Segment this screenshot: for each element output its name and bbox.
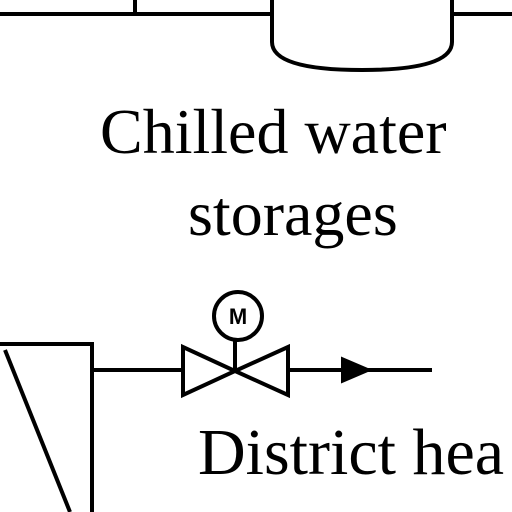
storage-label-line-2: storages bbox=[188, 178, 398, 249]
heat-exchanger bbox=[0, 342, 94, 512]
heat-exchanger-diagonal bbox=[3, 349, 72, 512]
motor-actuator-circle bbox=[212, 290, 264, 342]
motor-actuator-letter: M bbox=[229, 304, 247, 329]
flow-arrow-icon bbox=[341, 356, 373, 384]
chilled-water-storage-tank bbox=[270, 0, 454, 73]
district-heating-label: District hea bbox=[198, 416, 505, 489]
storage-label-line-1: Chilled water bbox=[100, 96, 447, 167]
